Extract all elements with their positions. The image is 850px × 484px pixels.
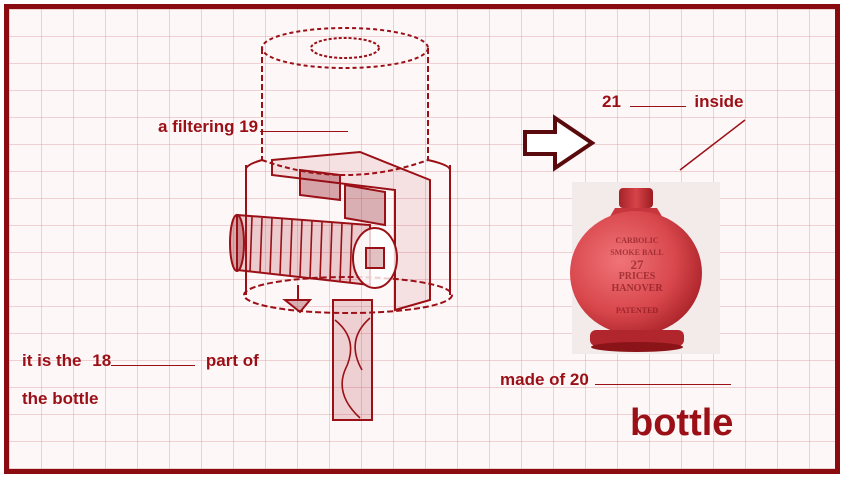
bottle-embossing: CARBOLIC SMOKE BALL 27 PRICES HANOVER PA… bbox=[602, 235, 672, 317]
embossing-line: PRICES bbox=[618, 271, 656, 282]
bottle-title: bottle bbox=[630, 402, 734, 444]
embossing-line: PATENTED bbox=[615, 306, 659, 315]
label-inside-number: 21 bbox=[602, 92, 621, 111]
label-filtering-text: a filtering 19 bbox=[158, 117, 259, 136]
smoke-ball-bottle-image bbox=[570, 188, 702, 352]
label-inside-word: inside bbox=[694, 92, 744, 111]
label-inside: 21 inside bbox=[602, 92, 744, 112]
pointer-line bbox=[679, 119, 746, 171]
label-part-line2: the bottle bbox=[22, 389, 99, 408]
label-made-of: made of 20 bbox=[500, 370, 731, 390]
label-made-of-text: made of 20 bbox=[500, 370, 589, 389]
label-part-suffix: part of bbox=[205, 351, 259, 370]
label-part: it is the 18 part of bbox=[22, 351, 259, 371]
answer-blank-18[interactable] bbox=[111, 364, 196, 366]
label-part-number: 18 bbox=[92, 351, 112, 370]
answer-blank-20[interactable] bbox=[594, 383, 731, 385]
embossing-line: HANOVER bbox=[611, 283, 663, 294]
embossing-line: CARBOLIC SMOKE BALL bbox=[610, 236, 664, 257]
answer-blank-19[interactable] bbox=[260, 130, 349, 132]
embossing-line: 27 bbox=[630, 257, 644, 272]
filter-device-illustration bbox=[229, 27, 453, 421]
label-part-prefix: it is the bbox=[22, 351, 82, 370]
arrow-right-icon bbox=[523, 114, 596, 172]
answer-blank-21[interactable] bbox=[629, 105, 686, 107]
label-filtering: a filtering 19 bbox=[158, 117, 349, 137]
